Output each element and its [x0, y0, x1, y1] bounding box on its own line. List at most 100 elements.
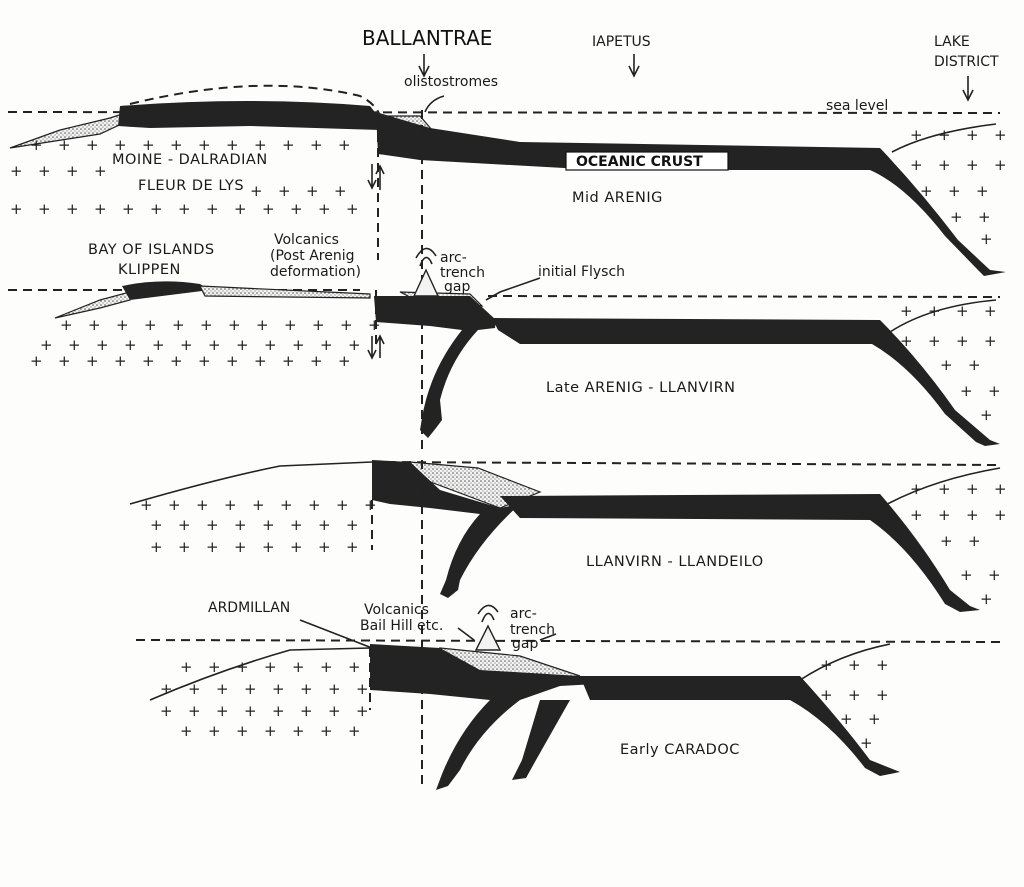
- sea-level-label: sea level: [826, 98, 888, 114]
- basement-cross: +: [356, 702, 369, 720]
- basement-cross: +: [180, 658, 193, 676]
- arc-label-4b: trench: [510, 622, 555, 638]
- basement-cross: +: [910, 126, 923, 144]
- basement-cross: +: [236, 658, 249, 676]
- basement-cross: +: [206, 538, 219, 556]
- lake-district-label-1: LAKE: [934, 34, 970, 50]
- volcanics-label-2b: (Post Arenig: [270, 248, 355, 264]
- basement-cross: +: [290, 538, 303, 556]
- overriding-slab-4: [370, 644, 596, 790]
- basement-cross: +: [142, 136, 155, 154]
- basement-cross: +: [272, 680, 285, 698]
- basement-cross: +: [172, 316, 185, 334]
- basement-cross: +: [188, 680, 201, 698]
- basement-cross: +: [928, 332, 941, 350]
- basement-cross: +: [282, 352, 295, 370]
- basement-cross: +: [338, 136, 351, 154]
- basement-cross: +: [188, 702, 201, 720]
- basement-cross: +: [984, 332, 997, 350]
- basement-cross: +: [966, 126, 979, 144]
- basement-cross: +: [236, 336, 249, 354]
- panel-late-arenig-llanvirn: [8, 247, 1001, 446]
- basement-cross: +: [170, 352, 183, 370]
- basement-cross: +: [226, 136, 239, 154]
- basement-cross: +: [968, 356, 981, 374]
- basement-cross: +: [224, 496, 237, 514]
- basement-cross: +: [860, 734, 873, 752]
- basement-cross: +: [216, 702, 229, 720]
- basement-cross: +: [988, 382, 1001, 400]
- basement-cross: +: [144, 316, 157, 334]
- basement-cross: +: [200, 316, 213, 334]
- basement-cross: +: [38, 200, 51, 218]
- basement-cross: +: [30, 352, 43, 370]
- basement-cross: +: [346, 538, 359, 556]
- basement-cross: +: [264, 722, 277, 740]
- basement-cross: +: [910, 156, 923, 174]
- basement-cross: +: [820, 686, 833, 704]
- lake-district-margin-3: [879, 467, 1001, 509]
- basement-cross: +: [948, 182, 961, 200]
- basement-cross: +: [348, 722, 361, 740]
- basement-cross: +: [88, 316, 101, 334]
- basement-cross: +: [346, 200, 359, 218]
- basement-cross: +: [966, 480, 979, 498]
- basement-cross: +: [234, 538, 247, 556]
- oceanic-crust-panel2: [492, 318, 1000, 446]
- basement-cross: +: [300, 680, 313, 698]
- basement-cross: +: [94, 200, 107, 218]
- stage-late-arenig-llanvirn: Late ARENIG - LLANVIRN: [546, 380, 736, 396]
- basement-cross: +: [338, 352, 351, 370]
- basement-cross: +: [208, 722, 221, 740]
- basement-cross: +: [150, 538, 163, 556]
- lake-district-margin-4: [799, 643, 891, 681]
- basement-cross: +: [160, 702, 173, 720]
- sea-level-line-3: [371, 461, 1001, 466]
- basement-cross: +: [86, 352, 99, 370]
- oceanic-crust-label: OCEANIC CRUST: [576, 154, 703, 170]
- basement-cross: +: [290, 200, 303, 218]
- basement-cross: +: [198, 352, 211, 370]
- lake-district-margin-2: [889, 299, 997, 333]
- basement-cross: +: [876, 686, 889, 704]
- basement-cross: +: [960, 566, 973, 584]
- moine-dalradian-label: MOINE - DALRADIAN: [112, 152, 268, 168]
- basement-cross: +: [264, 658, 277, 676]
- basement-cross: +: [318, 516, 331, 534]
- basement-cross: +: [292, 336, 305, 354]
- basement-cross: +: [152, 336, 165, 354]
- basement-cross: +: [140, 496, 153, 514]
- basement-cross: +: [170, 136, 183, 154]
- basement-cross: +: [320, 336, 333, 354]
- basement-cross: +: [978, 208, 991, 226]
- basement-cross: +: [142, 352, 155, 370]
- arc-label-4c: gap: [512, 636, 538, 652]
- basement-cross: +: [306, 182, 319, 200]
- volcano-icon-1: [412, 268, 440, 297]
- basement-cross: +: [150, 200, 163, 218]
- basement-cross: +: [820, 656, 833, 674]
- basement-cross: +: [876, 656, 889, 674]
- arc-label-4a: arc-: [510, 606, 537, 622]
- basement-cross: +: [938, 126, 951, 144]
- basement-cross: +: [30, 136, 43, 154]
- basement-cross: +: [966, 156, 979, 174]
- basement-cross: +: [114, 136, 127, 154]
- basement-cross: +: [262, 200, 275, 218]
- basement-cross: +: [980, 230, 993, 248]
- klippen-slab: [122, 281, 210, 300]
- ballantrae-arrow-icon: [418, 54, 430, 78]
- arc-label-2a: arc-: [440, 250, 467, 266]
- fleur-de-lys-label: FLEUR DE LYS: [138, 178, 244, 194]
- lake-district-margin-1: [891, 123, 997, 153]
- basement-cross: +: [966, 506, 979, 524]
- basement-cross: +: [984, 302, 997, 320]
- basement-cross: +: [312, 316, 325, 334]
- basement-cross: +: [900, 332, 913, 350]
- basement-cross: +: [208, 336, 221, 354]
- basement-cross: +: [310, 136, 323, 154]
- basement-cross: +: [320, 658, 333, 676]
- basement-cross: +: [928, 302, 941, 320]
- basement-cross: +: [206, 200, 219, 218]
- basement-cross: +: [282, 136, 295, 154]
